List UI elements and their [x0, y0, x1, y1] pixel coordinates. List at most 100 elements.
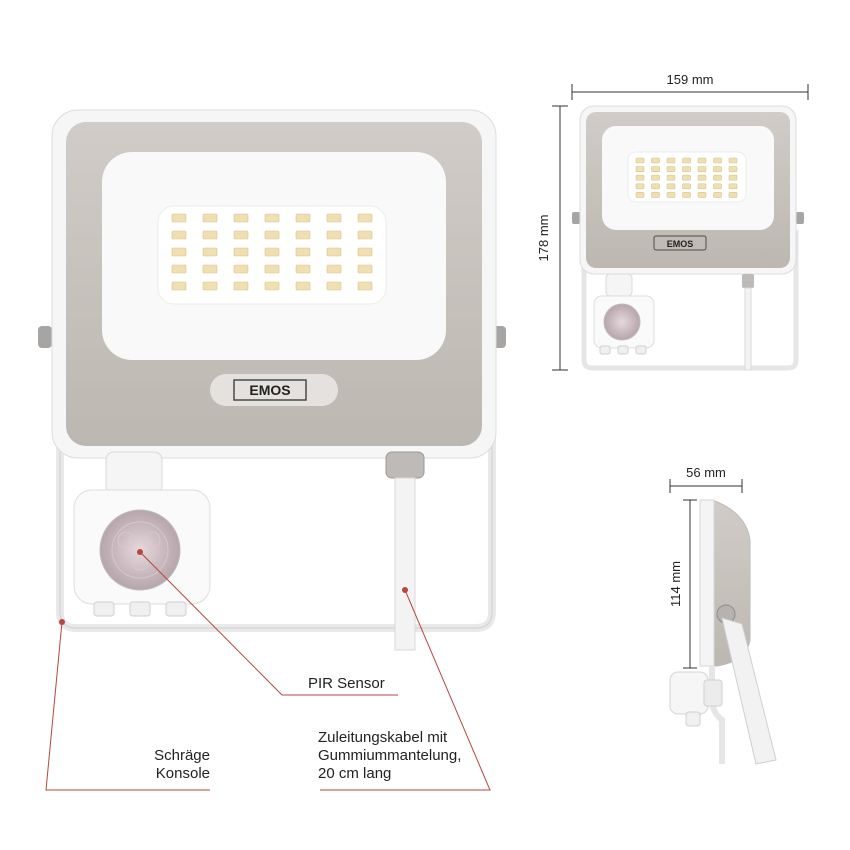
cable-callout-dot: [402, 587, 408, 593]
led-chip: [171, 281, 187, 291]
cable: [394, 477, 416, 651]
pir-callout-line: [139, 551, 398, 696]
led-chip: [713, 183, 722, 190]
cable-callout-line1: Zuleitungskabel mit: [318, 729, 448, 746]
cable-gland: [385, 451, 425, 479]
bracket-callout-dot: [59, 619, 65, 625]
led-grid: [171, 213, 373, 291]
bracket-callout-line: [45, 621, 210, 791]
led-chip: [666, 166, 676, 172]
led-chip: [666, 183, 676, 190]
led-chip: [635, 166, 645, 172]
left-knob: [38, 326, 52, 348]
main-front-view: EMOS: [38, 109, 506, 651]
cable-callout-line: [320, 589, 491, 791]
led-chip: [326, 281, 342, 291]
side-height-dim-label: 114 mm: [668, 561, 683, 607]
led-chip: [264, 281, 280, 291]
led-chip: [682, 166, 691, 172]
led-chip: [326, 230, 342, 240]
led-chip: [635, 192, 645, 198]
led-chip: [357, 247, 373, 257]
led-chip: [171, 247, 187, 257]
led-chip: [264, 213, 280, 223]
depth-dim-label: 56 mm: [686, 465, 726, 480]
side-view: 56 mm 114 mm: [668, 465, 777, 765]
led-chip: [666, 192, 676, 198]
led-chip: [295, 281, 311, 291]
led-chip: [202, 264, 218, 274]
led-chip: [651, 166, 660, 172]
led-chip: [728, 157, 738, 164]
led-chip: [697, 157, 707, 164]
led-chip: [233, 230, 249, 240]
logo-box: [233, 379, 307, 401]
pir-callout-dot: [137, 549, 143, 555]
cable-callout-line3: 20 cm lang: [318, 765, 391, 782]
led-chip: [202, 230, 218, 240]
brand-logo-small: EMOS: [667, 239, 694, 249]
small-front-view: 159 mm 178 mm EMOS: [536, 72, 809, 371]
led-chip: [713, 174, 722, 181]
led-chip: [697, 166, 707, 172]
led-chip: [171, 230, 187, 240]
sensor-knobs: [93, 601, 187, 617]
led-chip: [295, 213, 311, 223]
callouts: [45, 551, 491, 791]
led-chip: [713, 166, 722, 172]
side-bracket: [721, 617, 777, 765]
led-chip: [326, 213, 342, 223]
led-chip: [326, 264, 342, 274]
led-chip: [264, 230, 280, 240]
led-chip: [713, 157, 722, 164]
led-chip: [651, 183, 660, 190]
led-chip: [682, 157, 691, 164]
led-chip: [233, 213, 249, 223]
led-chip: [697, 183, 707, 190]
led-chip: [233, 281, 249, 291]
bracket-callout-line1: Schräge: [154, 747, 210, 764]
led-chip: [635, 157, 645, 164]
led-chip: [357, 281, 373, 291]
led-chip: [264, 264, 280, 274]
led-chip: [651, 174, 660, 181]
led-chip: [697, 174, 707, 181]
led-grid-small: [635, 157, 738, 198]
width-dim-label: 159 mm: [667, 72, 714, 87]
led-chip: [295, 247, 311, 257]
led-chip: [728, 166, 738, 172]
led-chip: [264, 247, 280, 257]
led-chip: [635, 183, 645, 190]
led-chip: [666, 174, 676, 181]
led-chip: [728, 183, 738, 190]
pir-lens-facets: [111, 521, 169, 579]
led-chip: [651, 192, 660, 198]
bracket-callout-line2: Konsole: [156, 765, 210, 782]
led-chip: [357, 230, 373, 240]
led-chip: [326, 247, 342, 257]
led-chip: [295, 230, 311, 240]
height-dim-label: 178 mm: [536, 215, 551, 262]
led-chip: [202, 281, 218, 291]
led-chip: [202, 247, 218, 257]
led-chip: [233, 247, 249, 257]
led-chip: [713, 192, 722, 198]
led-chip: [357, 264, 373, 274]
led-chip: [682, 174, 691, 181]
led-chip: [635, 174, 645, 181]
led-chip: [295, 264, 311, 274]
led-chip: [728, 174, 738, 181]
led-chip: [171, 264, 187, 274]
led-chip: [697, 192, 707, 198]
sensor-neck: [105, 451, 163, 495]
brand-logo: EMOS: [249, 382, 290, 398]
cable-callout-line2: Gummiummantelung,: [318, 747, 461, 764]
led-chip: [233, 264, 249, 274]
led-chip: [728, 192, 738, 198]
pir-callout-label: PIR Sensor: [308, 675, 385, 692]
led-chip: [357, 213, 373, 223]
led-chip: [682, 192, 691, 198]
led-chip: [666, 157, 676, 164]
led-chip: [682, 183, 691, 190]
